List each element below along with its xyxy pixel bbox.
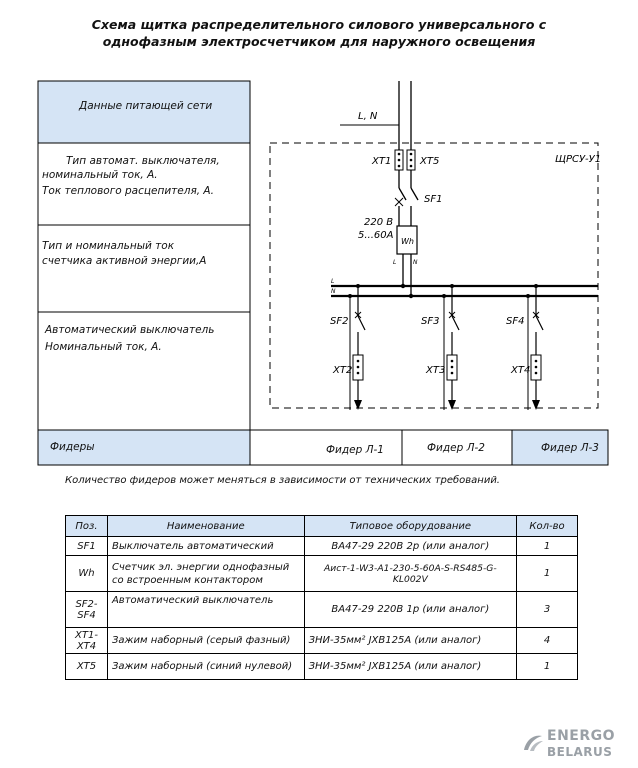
meter-n-label: N bbox=[413, 259, 418, 266]
feeder-2-cell bbox=[401, 429, 513, 466]
title-line-2: однофазным электросчетчиком для наружног… bbox=[102, 34, 536, 49]
auto-switch-line-2: Номинальный ток, А. bbox=[45, 341, 162, 353]
cabinet-label: ЩРСУ-У1 bbox=[555, 154, 601, 165]
meter-type-line-1: Тип и номинальный ток bbox=[42, 240, 175, 252]
row-name: Зажим наборный (синий нулевой) bbox=[106, 653, 305, 680]
row-qty: 1 bbox=[516, 653, 578, 680]
meter-type-line-2: счетчика активной энергии,А bbox=[42, 255, 207, 267]
feeder-2-label: Фидер Л-2 bbox=[427, 442, 485, 454]
row-equipment: ВА47-29 220В 2р (или аналог) bbox=[303, 536, 518, 556]
meter-voltage: 220 В bbox=[364, 217, 393, 228]
breaker-type-cell bbox=[37, 142, 251, 226]
equipment-table: Поз. Наименование Типовое оборудование К… bbox=[65, 515, 578, 680]
meter-type-cell bbox=[37, 224, 251, 313]
row-qty: 3 bbox=[516, 591, 578, 628]
row-pos: XT5 bbox=[65, 653, 108, 680]
table-row: SF1 Выключатель автоматический ВА47-29 2… bbox=[65, 536, 578, 556]
feeder-3-cell bbox=[511, 429, 609, 466]
row-pos: XT1-XT4 bbox=[65, 627, 108, 654]
feeder-1-cell bbox=[249, 429, 403, 466]
xt2-label: XT2 bbox=[332, 365, 352, 376]
feeder-note: Количество фидеров может меняться в зави… bbox=[65, 475, 500, 486]
row-qty: 1 bbox=[516, 536, 578, 556]
supply-label: L, N bbox=[358, 111, 378, 122]
xt5-label: XT5 bbox=[419, 156, 439, 167]
row-name: Выключатель автоматический bbox=[106, 536, 305, 556]
sf1-label: SF1 bbox=[424, 194, 442, 205]
network-data-cell bbox=[37, 80, 251, 144]
xt4-label: XT4 bbox=[510, 365, 530, 376]
row-qty: 4 bbox=[516, 627, 578, 654]
xt1-label: XT1 bbox=[371, 156, 391, 167]
breaker-type-line-1: Тип автомат. выключателя, bbox=[66, 155, 220, 167]
header-pos: Поз. bbox=[65, 515, 108, 537]
meter-box bbox=[396, 225, 418, 255]
header-qty: Кол-во bbox=[516, 515, 578, 537]
row-equipment: Аист-1-W3-A1-230-5-60A-S-RS485-G-KL002V bbox=[303, 555, 518, 592]
cabinet-border bbox=[269, 142, 599, 409]
sf4-label: SF4 bbox=[506, 316, 524, 327]
xt3-label: XT3 bbox=[425, 365, 445, 376]
sf4-contact bbox=[535, 315, 544, 331]
row-equipment: ВА47-29 220В 1р (или аналог) bbox=[303, 591, 518, 628]
sf2-contact bbox=[357, 315, 366, 331]
network-data-label: Данные питающей сети bbox=[79, 100, 213, 112]
title-line-1: Схема щитка распределительного силового … bbox=[91, 17, 547, 32]
table-row: SF2-SF4 Автоматический выключатель ВА47-… bbox=[65, 591, 578, 628]
breaker-type-line-2: номинальный ток, А. bbox=[42, 169, 158, 181]
logo-text-line-2: BELARUS bbox=[547, 745, 613, 759]
row-pos: SF1 bbox=[65, 536, 108, 556]
logo-swoosh-icon bbox=[524, 735, 543, 751]
row-pos: SF2-SF4 bbox=[65, 591, 108, 628]
header-equipment: Типовое оборудование bbox=[303, 515, 518, 537]
sf1-contact-n bbox=[410, 187, 419, 201]
table-row: XT1-XT4 Зажим наборный (серый фазный) ЗН… bbox=[65, 627, 578, 654]
meter-symbol: Wh bbox=[401, 237, 414, 246]
header-name: Наименование bbox=[106, 515, 305, 537]
sf2-label: SF2 bbox=[330, 316, 348, 327]
auto-switch-cell bbox=[37, 311, 251, 431]
feeders-cell bbox=[37, 429, 251, 466]
energo-belarus-logo: ENERGO BELARUS bbox=[520, 726, 620, 762]
table-header-row: Поз. Наименование Типовое оборудование К… bbox=[65, 515, 578, 537]
table-row: XT5 Зажим наборный (синий нулевой) ЗНИ-3… bbox=[65, 653, 578, 680]
feeders-label: Фидеры bbox=[50, 441, 95, 453]
feeder-3-label: Фидер Л-3 bbox=[541, 442, 599, 454]
auto-switch-line-1: Автоматический выключатель bbox=[45, 324, 215, 336]
row-equipment: ЗНИ-35мм² JXB125А (или аналог) bbox=[303, 653, 518, 680]
meter-current: 5...60А bbox=[358, 230, 394, 241]
sf3-label: SF3 bbox=[421, 316, 439, 327]
sf3-contact bbox=[451, 315, 460, 331]
feeder-1-label: Фидер Л-1 bbox=[326, 444, 384, 456]
row-name: Автоматический выключатель bbox=[106, 591, 305, 628]
meter-l-label: L bbox=[393, 259, 396, 266]
bus-l-label: L bbox=[331, 278, 334, 285]
sf1-contact-l bbox=[398, 187, 407, 201]
row-name: Счетчик эл. энергии однофазный со встрое… bbox=[106, 555, 305, 592]
schematic: ЩРСУ-У1 L, N XT1 XT5 SF1 Wh 220 В 5...60… bbox=[37, 80, 609, 466]
row-pos: Wh bbox=[65, 555, 108, 592]
table-row: Wh Счетчик эл. энергии однофазный со вст… bbox=[65, 555, 578, 592]
row-name: Зажим наборный (серый фазный) bbox=[106, 627, 305, 654]
row-equipment: ЗНИ-35мм² JXB125А (или аналог) bbox=[303, 627, 518, 654]
breaker-type-line-3: Ток теплового расцепителя, А. bbox=[42, 185, 214, 197]
bus-n-label: N bbox=[331, 288, 336, 295]
row-qty: 1 bbox=[516, 555, 578, 592]
logo-text-line-1: ENERGO bbox=[547, 728, 616, 744]
